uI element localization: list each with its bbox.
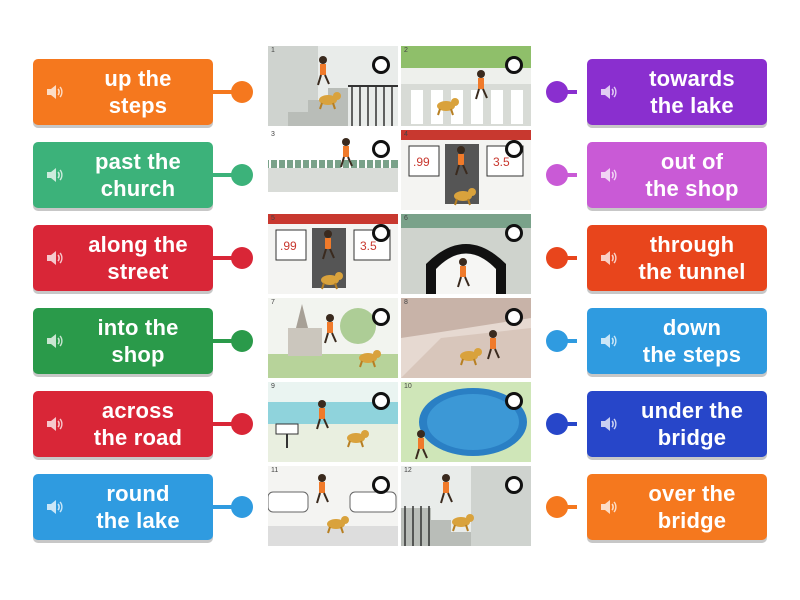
drop-target-icon[interactable] [505,140,523,158]
label-text: through the tunnel [638,232,746,284]
speaker-icon[interactable] [599,498,617,516]
drop-target-icon[interactable] [372,392,390,410]
picture-tile-7[interactable]: 7 [268,298,398,378]
label-text: into the shop [97,315,179,367]
left-label-1[interactable]: up the steps [33,59,213,125]
label-text: down the steps [642,315,742,367]
connector-handle[interactable] [231,496,253,518]
picture-tile-6[interactable]: 6 [401,214,531,294]
drop-target-icon[interactable] [372,308,390,326]
speaker-icon[interactable] [45,498,63,516]
right-label-4[interactable]: down the steps [587,308,767,374]
tile-number: 12 [404,467,412,474]
speaker-icon[interactable] [599,166,617,184]
picture-tile-5[interactable]: .99 3.5 5 [268,214,398,294]
left-label-5[interactable]: across the road [33,391,213,457]
tile-number: 5 [271,215,275,222]
speaker-icon[interactable] [45,249,63,267]
picture-tile-1[interactable]: 1 [268,46,398,126]
tile-number: 3 [271,131,275,138]
connector-handle[interactable] [231,81,253,103]
speaker-icon[interactable] [599,83,617,101]
connector-line [212,505,236,509]
drop-target-icon[interactable] [505,56,523,74]
label-text: under the bridge [640,398,744,450]
connector-line [212,422,236,426]
svg-text:3.5: 3.5 [493,155,510,169]
connector-handle[interactable] [546,81,568,103]
picture-tile-3[interactable]: 3 [268,130,398,210]
svg-text:3.5: 3.5 [360,239,377,253]
tile-number: 11 [271,467,279,474]
connector-handle[interactable] [546,496,568,518]
drop-target-icon[interactable] [372,224,390,242]
connector-handle[interactable] [546,330,568,352]
right-label-1[interactable]: towards the lake [587,59,767,125]
drop-target-icon[interactable] [505,308,523,326]
tile-number: 4 [404,131,408,138]
tile-number: 2 [404,47,408,54]
drop-target-icon[interactable] [505,392,523,410]
right-label-6[interactable]: over the bridge [587,474,767,540]
drop-target-icon[interactable] [505,476,523,494]
connector-line [212,256,236,260]
tile-number: 1 [271,47,275,54]
right-label-2[interactable]: out of the shop [587,142,767,208]
tile-number: 10 [404,383,412,390]
connector-handle[interactable] [231,164,253,186]
drop-target-icon[interactable] [372,476,390,494]
label-text: along the street [88,232,188,284]
speaker-icon[interactable] [599,249,617,267]
tile-number: 9 [271,383,275,390]
tile-number: 6 [404,215,408,222]
drop-target-icon[interactable] [505,224,523,242]
left-label-4[interactable]: into the shop [33,308,213,374]
connector-line [212,90,236,94]
tile-number: 8 [404,299,408,306]
label-text: across the road [93,398,183,450]
picture-tile-8[interactable]: 8 [401,298,531,378]
speaker-icon[interactable] [45,83,63,101]
picture-tile-2[interactable]: 2 [401,46,531,126]
right-label-5[interactable]: under the bridge [587,391,767,457]
label-text: over the bridge [648,481,736,533]
speaker-icon[interactable] [45,332,63,350]
connector-line [212,339,236,343]
picture-tile-4[interactable]: .99 3.5 4 [401,130,531,210]
speaker-icon[interactable] [45,166,63,184]
right-label-3[interactable]: through the tunnel [587,225,767,291]
connector-handle[interactable] [546,413,568,435]
picture-tile-10[interactable]: 10 [401,382,531,462]
picture-tile-9[interactable]: 9 [268,382,398,462]
svg-text:.99: .99 [413,155,430,169]
drop-target-icon[interactable] [372,56,390,74]
left-label-6[interactable]: round the lake [33,474,213,540]
connector-handle[interactable] [231,413,253,435]
connector-line [212,173,236,177]
speaker-icon[interactable] [599,415,617,433]
connector-handle[interactable] [231,247,253,269]
connector-handle[interactable] [546,164,568,186]
drop-target-icon[interactable] [372,140,390,158]
label-text: towards the lake [649,66,735,118]
label-text: round the lake [96,481,180,533]
left-label-3[interactable]: along the street [33,225,213,291]
svg-text:.99: .99 [280,239,297,253]
label-text: past the church [95,149,181,201]
left-label-2[interactable]: past the church [33,142,213,208]
connector-handle[interactable] [231,330,253,352]
picture-tile-11[interactable]: 11 [268,466,398,546]
picture-tile-12[interactable]: 12 [401,466,531,546]
speaker-icon[interactable] [45,415,63,433]
speaker-icon[interactable] [599,332,617,350]
label-text: out of the shop [645,149,739,201]
tile-number: 7 [271,299,275,306]
connector-handle[interactable] [546,247,568,269]
label-text: up the steps [104,66,172,118]
